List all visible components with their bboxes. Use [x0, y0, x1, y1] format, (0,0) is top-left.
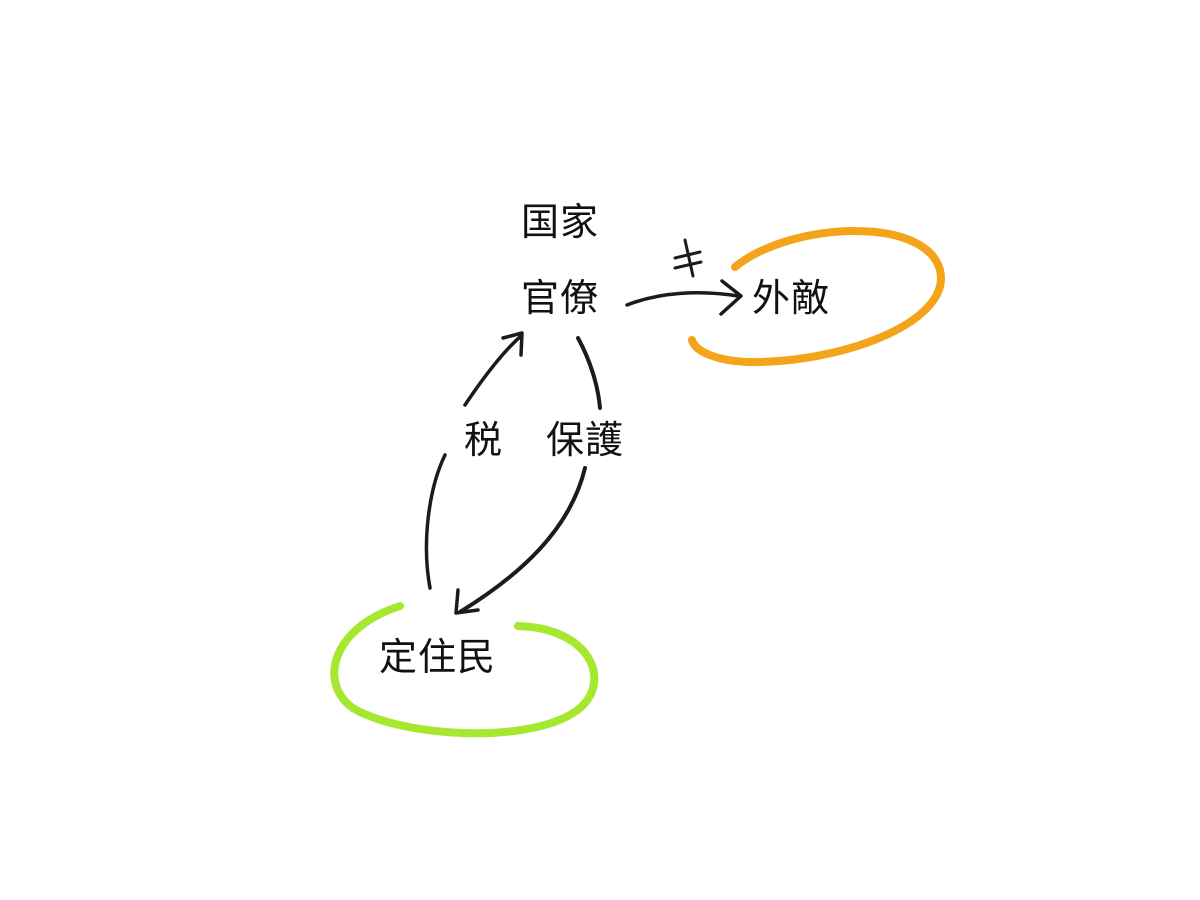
arrow-tax [424, 334, 523, 590]
node-bureaucrats: 官僚 [521, 276, 600, 320]
residents-circle [330, 602, 599, 738]
arrowhead-protection [454, 588, 480, 615]
edge-label-protection: 保護 [546, 418, 625, 462]
arrowhead-to-enemy [719, 279, 743, 316]
edge-label-tax: 税 [464, 418, 504, 462]
arrowhead-tax [501, 331, 524, 357]
node-foreign-enemy: 外敵 [752, 276, 831, 320]
node-state: 国家 [521, 200, 600, 244]
node-settled-residents: 定住民 [379, 635, 497, 679]
arrow-protection [458, 336, 602, 614]
not-equal-mark [673, 238, 703, 278]
arrow-to-enemy [625, 291, 740, 307]
enemy-circle [688, 227, 945, 367]
